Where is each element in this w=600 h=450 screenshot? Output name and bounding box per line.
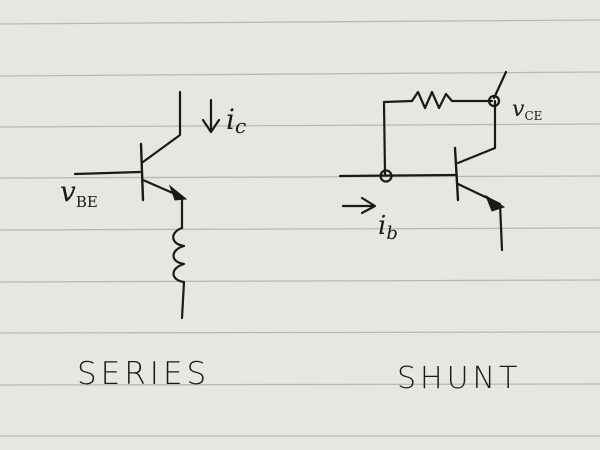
shunt-feedback-resistor [410,90,494,110]
shunt-caption: SHUNT [397,361,521,396]
series-base-lead [73,170,142,176]
vbe-label: vBE [60,175,98,211]
ib-label: ib [378,211,398,244]
ic-label: ic [226,103,246,138]
ic-arrow [201,98,221,134]
series-base-bar [139,142,145,202]
ib-arrow [341,196,377,215]
series-caption: SERIES [77,356,210,392]
shunt-base-node [379,169,393,183]
shunt-emitter [456,182,504,252]
series-emitter-arrow [168,184,188,201]
series-collector [141,90,182,164]
shunt-collector [456,146,497,165]
shunt-collector-lead [492,70,508,100]
shunt-base-line [338,173,457,178]
series-circuit [73,90,221,320]
shunt-collector-node [487,94,501,108]
shunt-feedback-left [382,99,414,177]
shunt-circuit [338,70,508,252]
series-emitter [141,178,184,230]
shunt-base-bar [453,146,460,202]
shunt-emitter-arrow [484,194,506,212]
ruled-lines [0,19,600,437]
series-emitter-resistor [172,226,186,320]
vce-label: vCE [512,97,542,123]
